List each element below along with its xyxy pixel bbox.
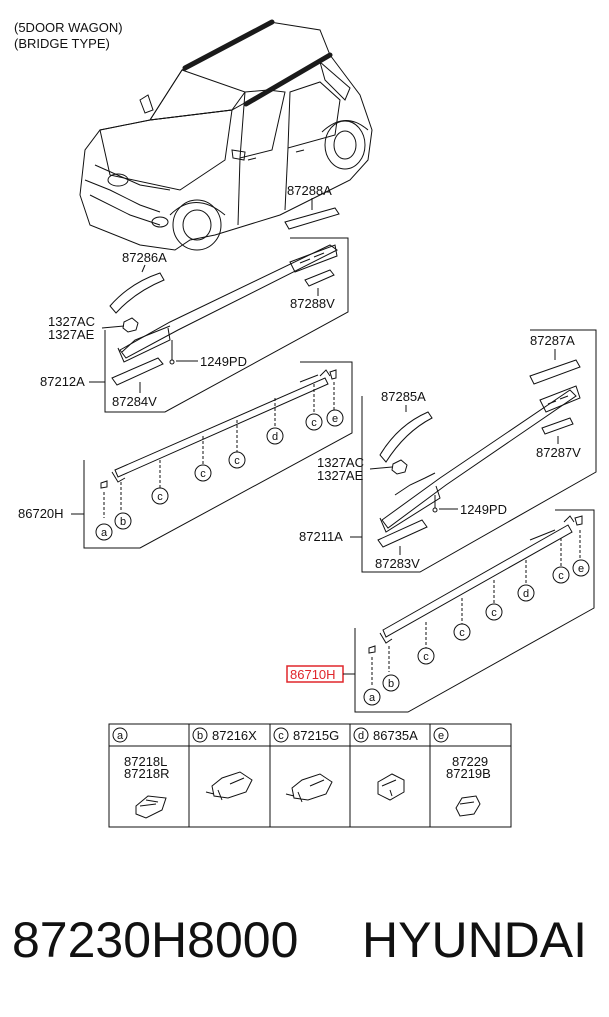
callout-c-left-4: c	[305, 413, 323, 431]
moulding-86720H	[111, 369, 337, 483]
legend-header-d: d 86735A	[353, 727, 418, 743]
legend-cell-a-line2: 87218R	[124, 766, 170, 781]
legend-header-c: c 87215G	[273, 727, 339, 743]
footer-brand: HYUNDAI	[362, 912, 588, 968]
svg-text:d: d	[358, 730, 364, 742]
bracket-87284V	[111, 357, 164, 386]
svg-text:e: e	[578, 563, 584, 575]
part-icon-b	[205, 771, 253, 801]
label-87283V: 87283V	[375, 556, 420, 571]
label-87285A: 87285A	[381, 389, 426, 404]
label-1327AC-right: 1327AC	[317, 455, 364, 470]
svg-text:86735A: 86735A	[373, 728, 418, 743]
header-line1: (5DOOR WAGON)	[14, 20, 123, 35]
bracket-87283V	[377, 519, 428, 548]
label-87211A: 87211A	[299, 529, 343, 544]
legend-header-a: a	[112, 727, 128, 743]
part-icon-c	[285, 773, 333, 803]
legend-cell-e-line2: 87219B	[446, 766, 491, 781]
svg-text:c: c	[311, 417, 317, 429]
svg-text:b: b	[197, 730, 203, 742]
callout-c-left-1: c	[151, 487, 169, 505]
svg-text:c: c	[558, 570, 564, 582]
footer-part-number: 87230H8000	[12, 912, 299, 968]
label-87287A: 87287A	[530, 333, 575, 348]
part-icon-d	[377, 773, 405, 801]
svg-text:d: d	[523, 588, 529, 600]
svg-text:c: c	[234, 455, 240, 467]
part-icon-e	[455, 795, 481, 817]
svg-text:c: c	[491, 607, 497, 619]
svg-text:b: b	[120, 516, 126, 528]
moulding-86710H	[379, 515, 583, 644]
callout-b-left: b	[114, 512, 132, 530]
label-87287V: 87287V	[536, 445, 581, 460]
cover-87287A	[529, 359, 581, 385]
label-1249PD-left: 1249PD	[200, 354, 247, 369]
svg-text:87216X: 87216X	[212, 728, 257, 743]
footer: 87230H8000 HYUNDAI	[0, 905, 609, 975]
legend-cell-e-line1: 87229	[452, 754, 488, 769]
bracket-87287V	[541, 417, 574, 435]
svg-text:c: c	[459, 627, 465, 639]
label-86710H[interactable]: 86710H	[290, 667, 336, 682]
svg-text:a: a	[101, 527, 108, 539]
frame-87212A	[104, 237, 349, 413]
svg-text:c: c	[423, 651, 429, 663]
label-87286A: 87286A	[122, 250, 167, 265]
end-cap-87286A	[109, 272, 165, 314]
frame-86720H	[83, 361, 353, 549]
label-1327AE-left: 1327AE	[48, 327, 95, 342]
label-87288V: 87288V	[290, 296, 335, 311]
callout-c-right-2: c	[453, 623, 471, 641]
legend-table: a b 87216X c 87215G d 86735A e 87218L 87…	[108, 723, 512, 828]
car-illustration	[79, 21, 373, 251]
svg-text:d: d	[272, 431, 278, 443]
bracket-87288V	[304, 269, 335, 287]
svg-text:c: c	[278, 730, 284, 742]
svg-text:c: c	[200, 468, 206, 480]
label-87212A: 87212A	[40, 374, 85, 389]
callout-d-left: d	[266, 427, 284, 445]
parts-diagram: (5DOOR WAGON) (BRIDGE TYPE)	[14, 19, 597, 828]
legend-header-e: e	[433, 727, 449, 743]
end-cap-87285A	[379, 411, 433, 463]
nut-right	[391, 459, 408, 475]
callout-b-right: b	[382, 674, 400, 692]
label-1327AE-right: 1327AE	[317, 468, 364, 483]
callout-c-right-1: c	[417, 647, 435, 665]
callout-d-right: d	[517, 584, 535, 602]
callout-c-right-4: c	[552, 566, 570, 584]
svg-text:87215G: 87215G	[293, 728, 339, 743]
label-87288A: 87288A	[287, 183, 332, 198]
legend-header-b: b 87216X	[192, 727, 257, 743]
label-1249PD-right: 1249PD	[460, 502, 507, 517]
callout-a-left: a	[95, 523, 113, 541]
svg-text:a: a	[369, 692, 376, 704]
frame-87211A	[361, 329, 597, 573]
label-87284V: 87284V	[112, 394, 157, 409]
car-roof-rails	[182, 19, 333, 107]
svg-text:a: a	[117, 730, 124, 742]
callout-e-right: e	[572, 559, 590, 577]
svg-text:e: e	[438, 730, 444, 742]
callout-c-right-3: c	[485, 603, 503, 621]
svg-text:e: e	[332, 413, 338, 425]
part-icon-a	[135, 795, 167, 819]
header-line2: (BRIDGE TYPE)	[14, 36, 110, 51]
callout-a-right: a	[363, 688, 381, 706]
label-86720H: 86720H	[18, 506, 64, 521]
cover-87288A	[284, 207, 340, 230]
callout-e-left: e	[326, 409, 344, 427]
label-1327AC-left: 1327AC	[48, 314, 95, 329]
callout-c-left-2: c	[194, 464, 212, 482]
rail-87212A	[117, 244, 338, 363]
svg-text:c: c	[157, 491, 163, 503]
svg-text:b: b	[388, 678, 394, 690]
nut-left	[122, 317, 139, 333]
legend-cell-a-line1: 87218L	[124, 754, 167, 769]
callout-c-left-3: c	[228, 451, 246, 469]
frame-86710H	[354, 509, 595, 713]
rail-87211A	[379, 385, 581, 533]
